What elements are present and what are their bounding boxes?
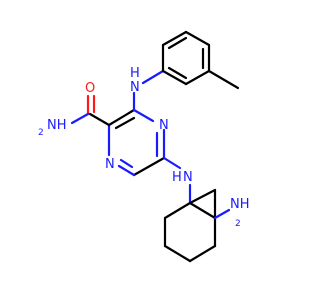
bond-c2-camide xyxy=(88,112,111,127)
toluene-ring xyxy=(161,30,240,90)
amino-n-label: N xyxy=(183,170,193,185)
bond-cy7-cy1 xyxy=(163,201,192,220)
bond-ar2-ar3 xyxy=(161,30,188,47)
bond-ar2-ar3-double xyxy=(167,36,188,50)
aniline-linker xyxy=(132,69,165,112)
bond-ar5-ar6 xyxy=(184,69,211,86)
bond-c2-c3 xyxy=(107,108,136,127)
aniline-h-label: H xyxy=(130,66,140,81)
amide-nh2-label: NH xyxy=(47,118,67,133)
amino-linker xyxy=(162,156,192,205)
bond-cy5-cy6 xyxy=(163,244,192,263)
aniline-n-label: N xyxy=(130,80,140,95)
bond-c5-nh xyxy=(162,156,182,170)
bond-cy1-cy3 xyxy=(188,201,217,220)
cyclohexane-ring xyxy=(163,188,231,263)
bond-ar5-methyl xyxy=(207,69,240,90)
cyclohexyl-nh2-subscript: 2 xyxy=(235,219,241,229)
bond-c6-n1 xyxy=(117,164,136,177)
molecule-canvas: O NH 2 N N N H N H NH 2 xyxy=(38,30,250,263)
carboxamide-group xyxy=(70,94,111,127)
bond-ar3-ar4 xyxy=(184,30,211,47)
bond-c3-n4 xyxy=(132,108,155,123)
bond-camide-n xyxy=(70,112,90,125)
bond-cy4-cy5 xyxy=(188,244,217,263)
bond-c6-n1-double xyxy=(119,158,134,169)
structure-drawing: O NH 2 N N N H N H NH 2 xyxy=(38,30,250,263)
bond-c5-c6 xyxy=(132,156,166,177)
bond-ar6-ar1-double xyxy=(167,66,188,80)
bond-cy1-cy2 xyxy=(188,188,217,205)
cyclohexyl-nh2-label: NH xyxy=(230,197,250,212)
amino-h-label: H xyxy=(172,170,182,185)
carbonyl-oxygen-label: O xyxy=(85,81,95,96)
bond-ar6-ar1 xyxy=(161,69,188,86)
pyrazine-n1-label: N xyxy=(105,157,115,172)
pyrazine-n4-label: N xyxy=(159,118,169,133)
atom-labels: O NH 2 N N N H N H NH 2 xyxy=(38,66,250,229)
bond-nh-aryl xyxy=(141,69,165,85)
bond-c2-c3-double xyxy=(114,116,136,130)
pyrazine-ring xyxy=(107,108,166,177)
bond-cy3-nh2 xyxy=(213,208,231,220)
amide-nh2-subscript: 2 xyxy=(38,128,44,138)
